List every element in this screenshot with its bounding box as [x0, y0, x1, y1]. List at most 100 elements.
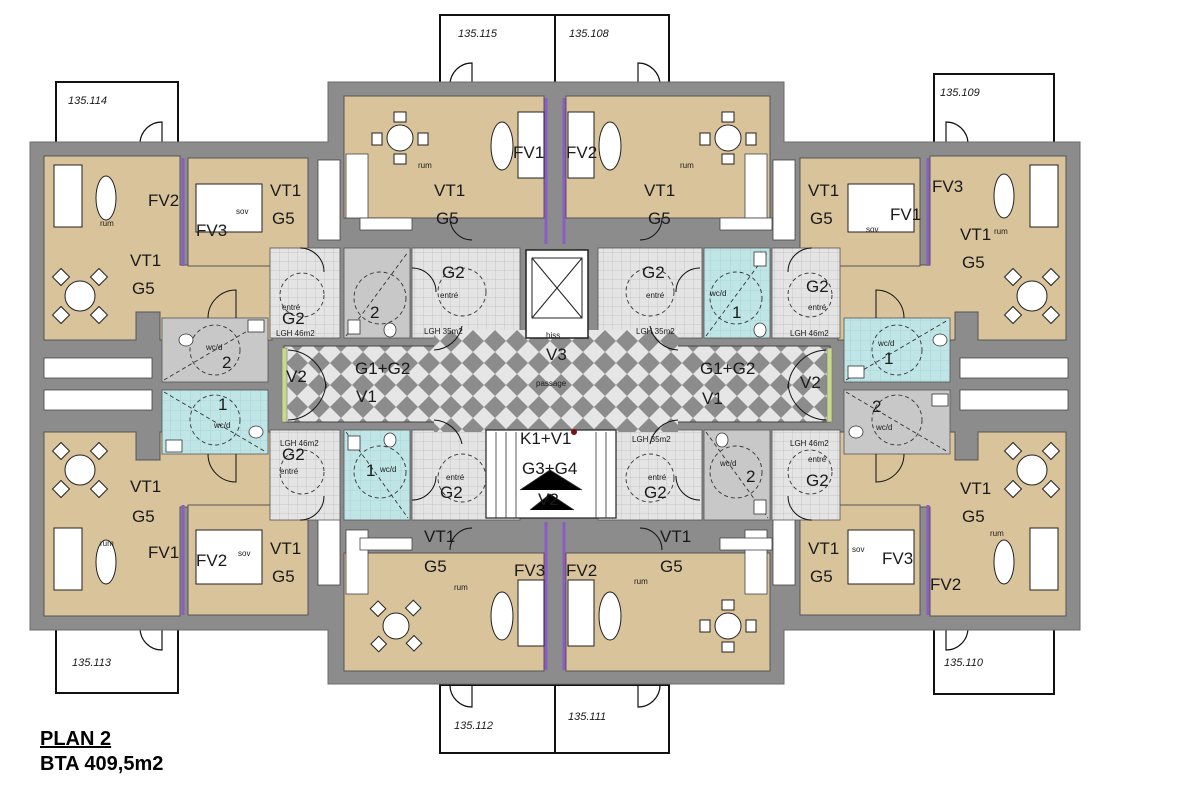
bedroom-label: sov [866, 225, 878, 234]
lift-label: hiss [546, 331, 560, 340]
g2-label: G2 [644, 483, 667, 502]
fv-label: FV1 [513, 143, 544, 162]
fv-label: FV2 [566, 561, 597, 580]
fv-label: FV2 [930, 575, 961, 594]
bathroom-number: 2 [872, 397, 881, 416]
bathroom-label: wc/d [709, 289, 726, 298]
fv-label: FV2 [566, 143, 597, 162]
partition-lines [181, 98, 930, 670]
vt-label: VT1 [660, 527, 691, 546]
vt-label: VT1 [424, 527, 455, 546]
balcony-labels: 135.115 135.108 135.114 135.109 135.113 … [68, 28, 984, 732]
bathroom-label: wc/d [877, 339, 894, 348]
fv-label: FV1 [148, 543, 179, 562]
apartment-top-center-right: rum VT1 G5 FV2 G2 entré LGH 35m2 wc/d 1 [566, 143, 741, 336]
g2-label: G2 [642, 263, 665, 282]
g2-label: G2 [806, 277, 829, 296]
dining-tables [64, 124, 1048, 640]
left-v1-label: V1 [356, 387, 377, 406]
glass-panel-left [281, 347, 288, 423]
bathroom-number: 1 [366, 461, 375, 480]
g5-label: G5 [436, 209, 459, 228]
entrance-label: entré [648, 473, 667, 482]
g2-label: G2 [442, 263, 465, 282]
bathroom-label: wc/d [719, 459, 736, 468]
g5-label: G5 [424, 557, 447, 576]
living-room-label: rum [100, 219, 114, 228]
bathroom-number: 1 [884, 349, 893, 368]
balcony-label-112: 135.112 [454, 720, 493, 732]
g2-label: G2 [440, 483, 463, 502]
right-v2-label: V2 [800, 373, 821, 392]
g5-label: G5 [132, 507, 155, 526]
g2-label: G2 [282, 309, 305, 328]
internal-doors [207, 217, 905, 551]
entrance-label: entré [282, 303, 301, 312]
apartment-top-center-left: rum VT1 G5 FV1 G2 entré LGH 35m2 2 [370, 143, 544, 336]
g5-label: G5 [810, 567, 833, 586]
living-room-label: rum [990, 529, 1004, 538]
stair-top-label: K1+V1 [520, 429, 572, 448]
vt-label: VT1 [644, 181, 675, 200]
apartment-area-label: LGH 46m2 [790, 329, 829, 338]
balcony-label-108: 135.108 [569, 28, 610, 40]
lift-shaft [525, 249, 589, 339]
vt-label: VT1 [808, 539, 839, 558]
apartment-area-label: LGH 35m2 [636, 327, 675, 336]
apartment-bottom-right: rum VT1 G5 FV3 FV2 sov VT1 G5 G2 entré L… [790, 397, 1004, 594]
stair [485, 429, 617, 519]
living-room-label: rum [418, 161, 432, 170]
stair-mid-label: G3+G4 [522, 459, 577, 478]
apartment-area-label: LGH 35m2 [632, 435, 671, 444]
furniture [53, 111, 1059, 647]
bathroom-number: 1 [732, 303, 741, 322]
bathroom-label: wc/d [875, 423, 892, 432]
bathroom-label: wc/d [379, 465, 396, 474]
vt-label: VT1 [434, 181, 465, 200]
fv-label: FV3 [932, 177, 963, 196]
fv-label: FV3 [196, 221, 227, 240]
g5-label: G5 [132, 279, 155, 298]
bedroom-label: sov [238, 549, 250, 558]
bathroom-number: 2 [370, 303, 379, 322]
g5-label: G5 [660, 557, 683, 576]
living-room-label: rum [100, 539, 114, 548]
apartment-area-label: LGH 35m2 [424, 327, 463, 336]
passage-label: passage [536, 379, 567, 388]
fv-label: FV3 [514, 561, 545, 580]
passage-floor [283, 330, 831, 432]
living-room-label: rum [634, 577, 648, 586]
apartment-area-label: LGH 46m2 [790, 439, 829, 448]
living-room-label: rum [454, 583, 468, 592]
fv-label: FV3 [882, 549, 913, 568]
sanitary-fixtures [165, 251, 949, 515]
apartment-top-left: rum VT1 G5 FV2 FV3 sov VT1 G5 entré G2 L… [100, 181, 315, 372]
dining-chairs [51, 111, 1061, 653]
g5-label: G5 [962, 507, 985, 526]
balcony-label-115: 135.115 [458, 28, 498, 40]
bathroom-number: 1 [218, 395, 227, 414]
apartment-area-label: LGH 46m2 [280, 439, 319, 448]
g5-label: G5 [272, 567, 295, 586]
vt-label: VT1 [808, 181, 839, 200]
right-zone-label: G1+G2 [700, 359, 755, 378]
g5-label: G5 [962, 253, 985, 272]
apartment-top-right: rum VT1 G5 FV3 FV1 sov VT1 G5 G2 entré L… [790, 177, 1008, 368]
g2-label: G2 [282, 445, 305, 464]
plan-title: PLAN 2 [40, 728, 112, 750]
g5-label: G5 [272, 209, 295, 228]
entrance-label: entré [646, 291, 665, 300]
apartment-bottom-left: rum VT1 G5 FV1 FV2 sov VT1 G5 G2 LGH 46m… [100, 395, 319, 586]
entrance-label: entré [440, 291, 459, 300]
g2-label: G2 [806, 471, 829, 490]
balcony-label-110: 135.110 [944, 657, 984, 669]
apartment-bottom-center-right: rum VT1 G5 FV2 G2 entré wc/d 2 [566, 459, 755, 586]
fv-label: FV1 [890, 205, 921, 224]
kitchen-counters [43, 153, 1069, 595]
left-v2-label: V2 [286, 367, 307, 386]
stair-low-label: V2 [538, 490, 559, 509]
bathroom-number: 2 [746, 467, 755, 486]
balcony-label-109: 135.109 [940, 87, 980, 99]
apartment-area-label: LGH 46m2 [276, 329, 315, 338]
